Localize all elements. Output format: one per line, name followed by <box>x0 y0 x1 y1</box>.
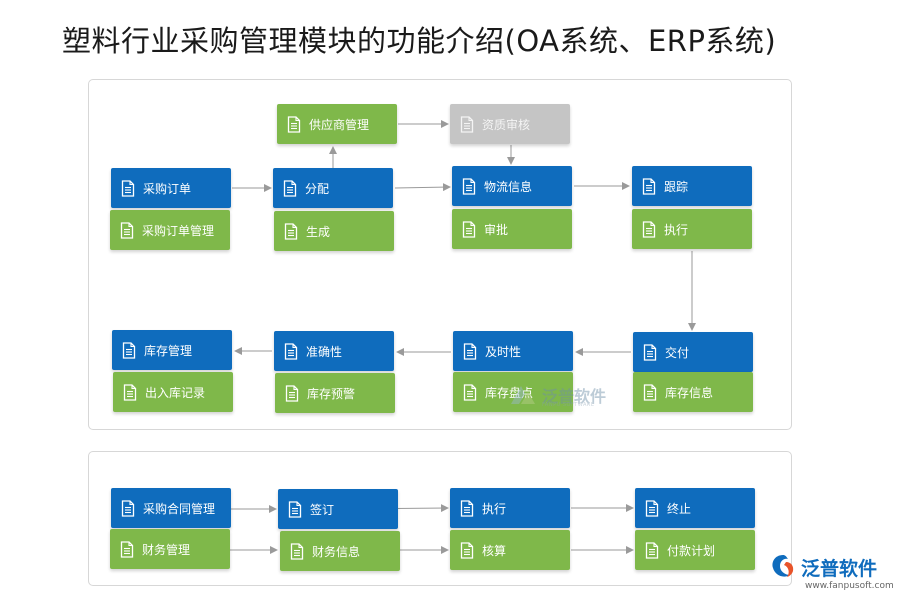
node-sign[interactable]: 签订 <box>278 489 398 529</box>
document-icon <box>285 384 299 402</box>
node-label: 跟踪 <box>664 179 689 194</box>
node-terminate[interactable]: 终止 <box>635 488 755 528</box>
node-deliver[interactable]: 交付 <box>633 332 753 372</box>
node-accuracy[interactable]: 准确性 <box>274 331 394 371</box>
node-label: 库存信息 <box>665 385 714 400</box>
document-icon <box>283 179 297 197</box>
document-icon <box>643 383 657 401</box>
node-label: 财务管理 <box>142 542 191 557</box>
document-icon <box>460 115 474 133</box>
document-icon <box>460 541 474 559</box>
document-icon <box>121 179 135 197</box>
watermark-subtext: FANPU SOFTWARE <box>542 402 595 408</box>
node-label: 财务信息 <box>312 544 361 559</box>
document-icon <box>284 342 298 360</box>
node-label: 核算 <box>482 543 507 558</box>
node-label: 采购合同管理 <box>143 501 216 516</box>
node-inventory-info[interactable]: 库存信息 <box>633 372 753 412</box>
brand-logo-icon <box>772 555 794 577</box>
node-label: 库存预警 <box>307 386 356 401</box>
brand-logo[interactable]: 泛普软件 <box>768 553 877 581</box>
node-label: 分配 <box>305 181 330 196</box>
watermark: 泛普软件 FANPU SOFTWARE <box>508 382 606 408</box>
page-title: 塑料行业采购管理模块的功能介绍(OA系统、ERP系统) <box>62 24 777 58</box>
node-inventory-mgmt[interactable]: 库存管理 <box>112 330 232 370</box>
node-purchase-order[interactable]: 采购订单 <box>111 168 231 208</box>
document-icon <box>462 220 476 238</box>
node-accounting[interactable]: 核算 <box>450 530 570 570</box>
node-allocate[interactable]: 分配 <box>273 168 393 208</box>
document-icon <box>290 542 304 560</box>
node-finance-mgmt[interactable]: 财务管理 <box>110 529 230 569</box>
node-label: 供应商管理 <box>309 117 370 132</box>
document-icon <box>463 342 477 360</box>
node-label: 物流信息 <box>484 179 533 194</box>
node-timeliness[interactable]: 及时性 <box>453 331 573 371</box>
node-label: 准确性 <box>306 344 343 359</box>
document-icon <box>120 540 134 558</box>
document-icon <box>645 541 659 559</box>
node-label: 资质审核 <box>482 117 531 132</box>
watermark-logo-icon <box>511 386 535 404</box>
node-supplier-mgmt[interactable]: 供应商管理 <box>277 104 397 144</box>
document-icon <box>642 220 656 238</box>
document-icon <box>288 500 302 518</box>
document-icon <box>642 177 656 195</box>
document-icon <box>460 499 474 517</box>
document-icon <box>123 383 137 401</box>
node-in-out-records[interactable]: 出入库记录 <box>113 372 233 412</box>
node-qualification-review[interactable]: 资质审核 <box>450 104 570 144</box>
node-label: 审批 <box>484 222 509 237</box>
node-label: 签订 <box>310 502 335 517</box>
node-track[interactable]: 跟踪 <box>632 166 752 206</box>
node-label: 及时性 <box>485 344 522 359</box>
node-label: 库存盘点 <box>485 385 534 400</box>
node-inventory-check[interactable]: 库存盘点 <box>453 372 573 412</box>
node-finance-info[interactable]: 财务信息 <box>280 531 400 571</box>
node-label: 执行 <box>482 501 507 516</box>
node-label: 终止 <box>667 501 692 516</box>
node-execute[interactable]: 执行 <box>632 209 752 249</box>
node-label: 执行 <box>664 222 689 237</box>
brand-url[interactable]: www.fanpusoft.com <box>805 581 894 591</box>
node-label: 交付 <box>665 345 690 360</box>
document-icon <box>643 343 657 361</box>
document-icon <box>645 499 659 517</box>
node-execute-contract[interactable]: 执行 <box>450 488 570 528</box>
node-payment-plan[interactable]: 付款计划 <box>635 530 755 570</box>
node-label: 采购订单 <box>143 181 192 196</box>
node-logistics-info[interactable]: 物流信息 <box>452 166 572 206</box>
node-inventory-alert[interactable]: 库存预警 <box>275 373 395 413</box>
node-label: 付款计划 <box>667 543 716 558</box>
document-icon <box>120 221 134 239</box>
document-icon <box>287 115 301 133</box>
node-purchase-order-mgmt[interactable]: 采购订单管理 <box>110 210 230 250</box>
document-icon <box>122 341 136 359</box>
arrow-allocate-to-logistics <box>394 183 451 192</box>
document-icon <box>463 383 477 401</box>
node-contract-mgmt[interactable]: 采购合同管理 <box>111 488 231 528</box>
brand-name: 泛普软件 <box>801 557 878 580</box>
node-generate[interactable]: 生成 <box>274 211 394 251</box>
document-icon <box>462 177 476 195</box>
node-label: 生成 <box>306 224 331 239</box>
document-icon <box>121 499 135 517</box>
document-icon <box>284 222 298 240</box>
node-label: 出入库记录 <box>145 385 206 400</box>
watermark-text: 泛普软件 <box>542 387 607 406</box>
node-approve[interactable]: 审批 <box>452 209 572 249</box>
node-label: 库存管理 <box>144 343 193 358</box>
node-label: 采购订单管理 <box>142 223 215 238</box>
